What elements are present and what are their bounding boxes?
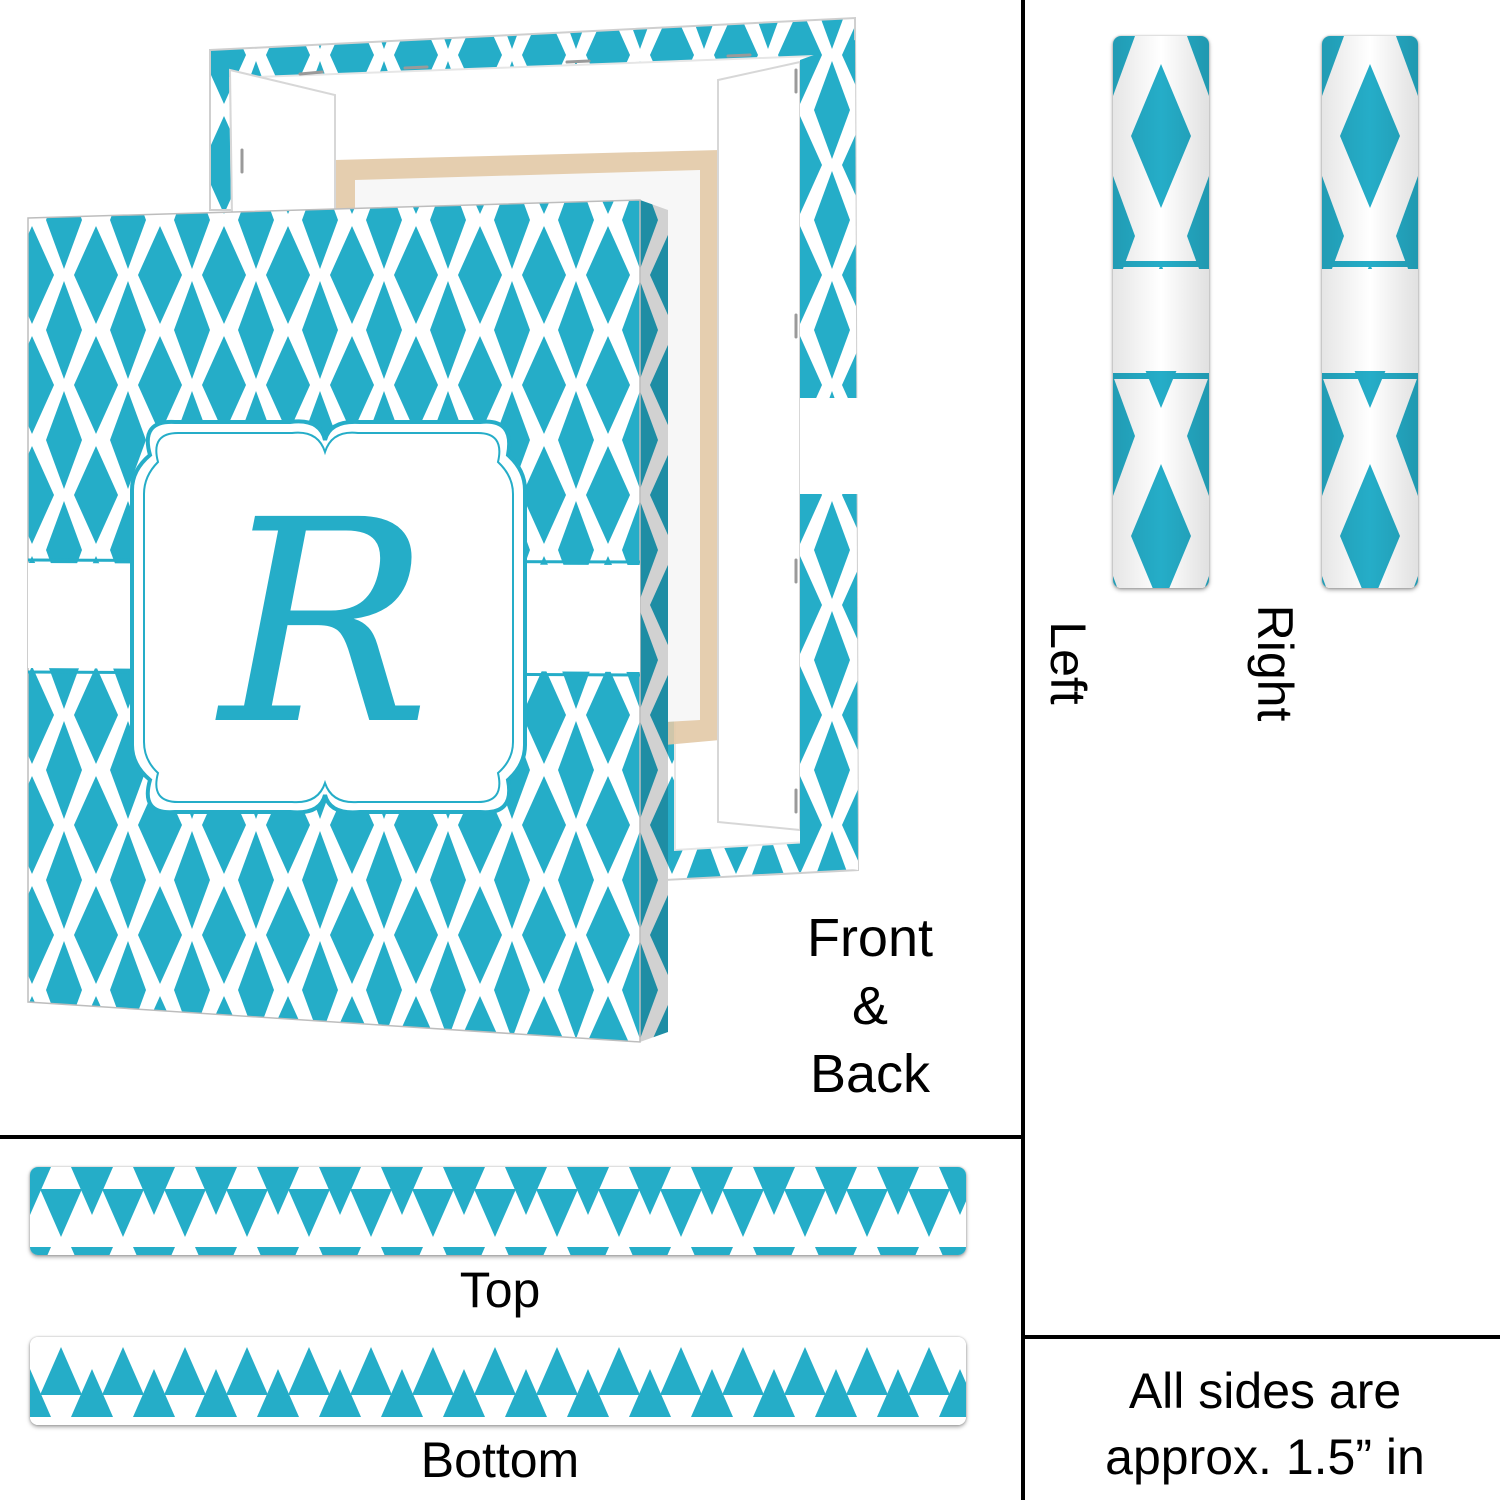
- monogram-frame: [130, 419, 527, 815]
- right-label: Right: [1247, 604, 1303, 722]
- front-label: Front: [806, 908, 934, 968]
- horizontal-divider-right: [1023, 1335, 1500, 1339]
- canvas-front-view: R: [27, 199, 668, 1043]
- left-edge-strip: [1113, 36, 1209, 588]
- front-back-label: Front & Back: [760, 904, 980, 1108]
- left-label: Left: [1040, 621, 1096, 705]
- monogram-letter: R: [215, 461, 430, 787]
- ampersand-label: &: [851, 976, 889, 1036]
- bottom-edge-strip: [30, 1337, 966, 1425]
- bottom-label: Bottom: [420, 1432, 580, 1488]
- top-label: Top: [459, 1262, 541, 1318]
- canvas-illustration: R: [27, 16, 860, 1043]
- size-note-line1: All sides are: [1128, 1363, 1402, 1419]
- size-note: All sides are approx. 1.5” in: [1030, 1358, 1500, 1490]
- right-edge-strip: [1322, 36, 1418, 588]
- vertical-divider: [1021, 0, 1025, 1500]
- horizontal-divider-left: [0, 1135, 1023, 1139]
- size-note-line2: approx. 1.5” in: [1105, 1429, 1425, 1485]
- back-label: Back: [809, 1044, 931, 1104]
- top-edge-strip: [30, 1167, 966, 1255]
